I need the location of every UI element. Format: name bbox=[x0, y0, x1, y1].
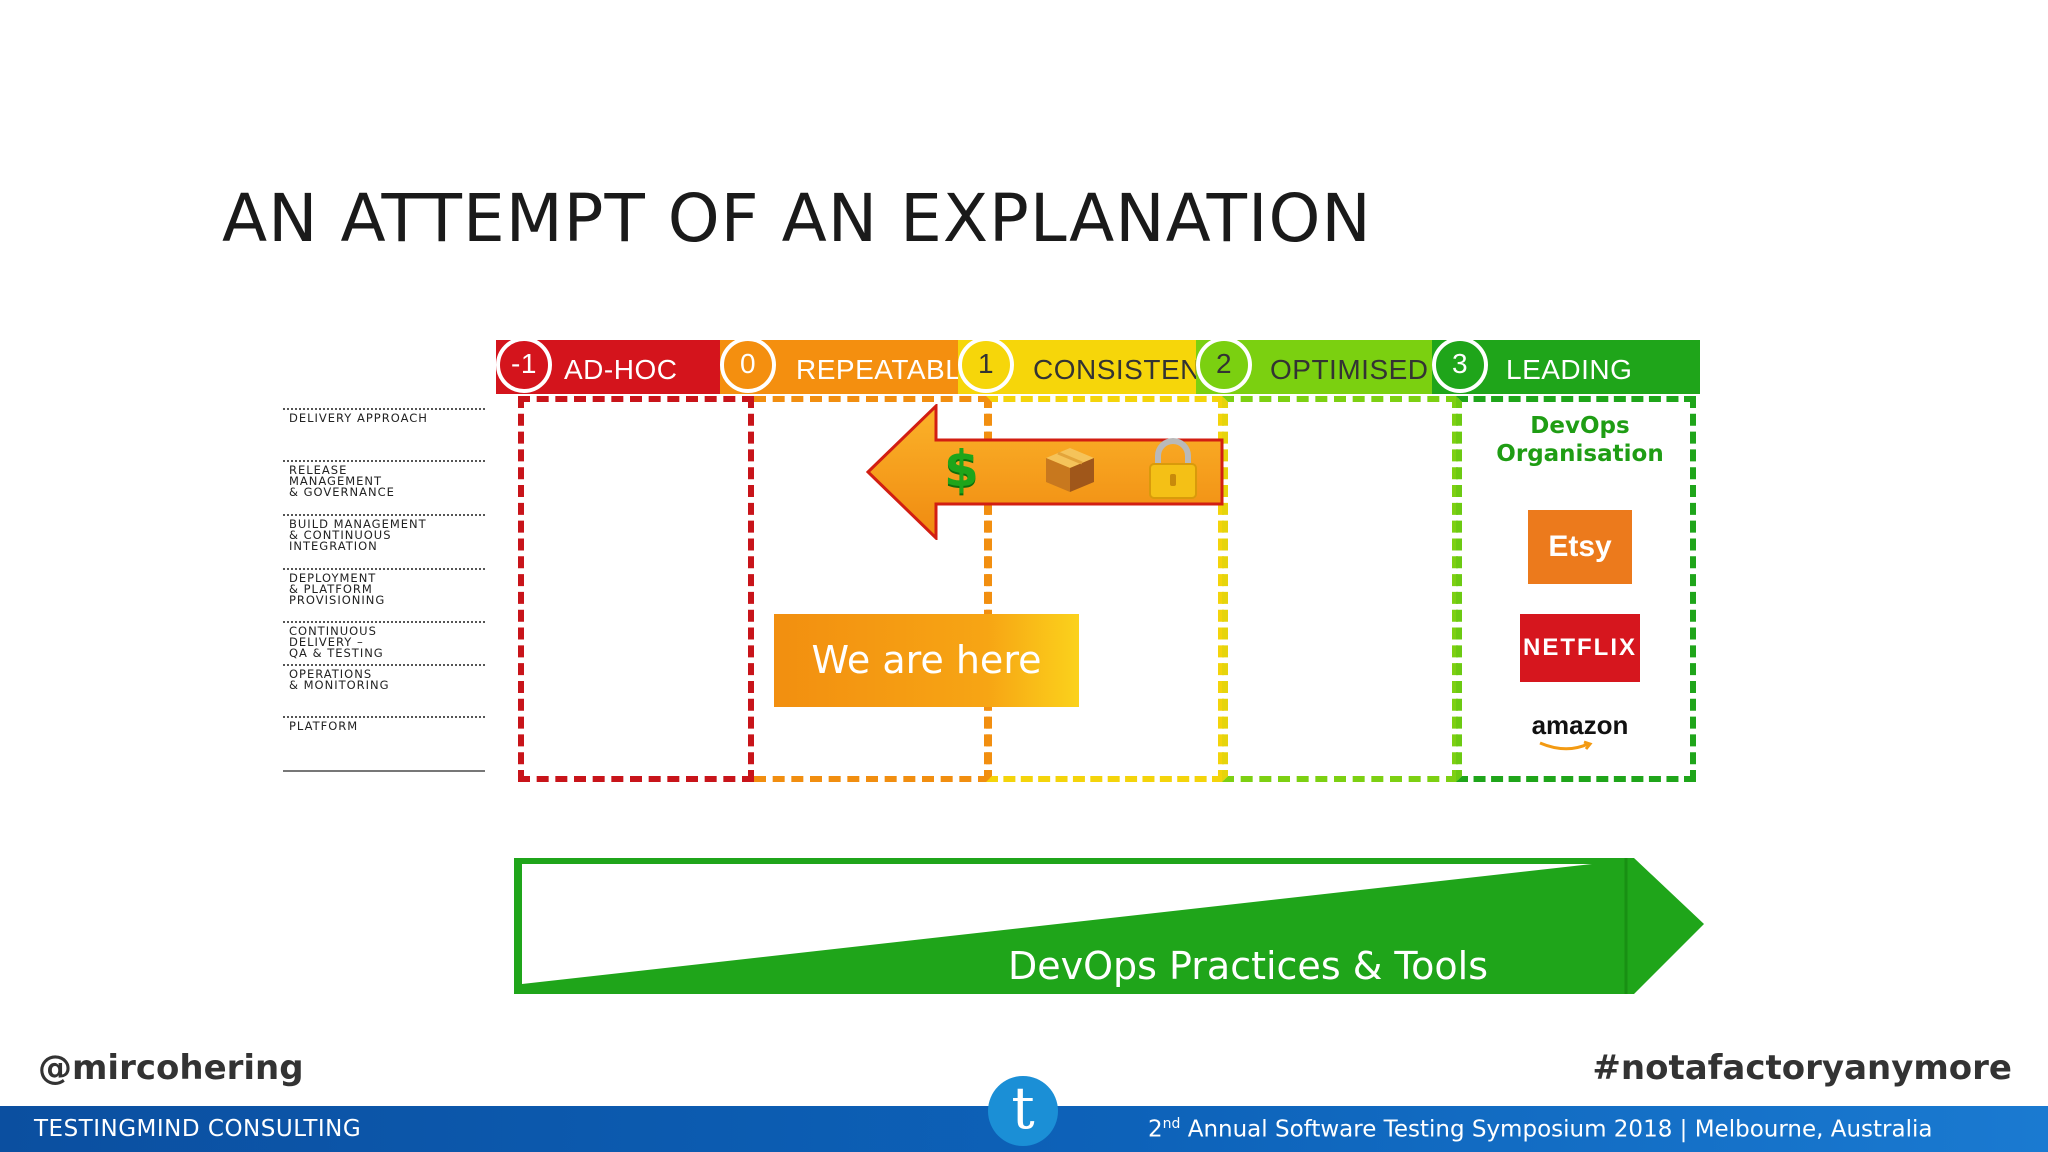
slide-title: AN ATTEMPT OF AN EXPLANATION bbox=[222, 180, 1372, 257]
row-label-build-management: BUILD MANAGEMENT & CONTINUOUS INTEGRATIO… bbox=[283, 514, 485, 552]
lock-icon bbox=[1149, 438, 1197, 499]
stage-label-optimised: OPTIMISED bbox=[1270, 354, 1429, 385]
devops-practices-label: DevOps Practices & Tools bbox=[1008, 944, 1489, 988]
stage-label-adhoc: AD-HOC bbox=[564, 354, 678, 385]
twitter-handle: @mircohering bbox=[38, 1048, 304, 1088]
event-ordinal: 2 bbox=[1148, 1116, 1163, 1143]
stage-header-repeatable: 0 REPEATABLE bbox=[720, 337, 980, 394]
amazon-logo: amazon bbox=[1531, 710, 1629, 740]
testingmind-logo: t bbox=[988, 1076, 1058, 1146]
amazon-smile-icon bbox=[1539, 740, 1593, 751]
devops-heading-line2: Organisation bbox=[1496, 441, 1664, 467]
column-adhoc bbox=[518, 396, 754, 782]
hashtag: #notafactoryanymore bbox=[1592, 1048, 2012, 1088]
stage-header-optimised: 2 OPTIMISED bbox=[1196, 337, 1446, 394]
stage-header-adhoc: -1 AD-HOC bbox=[496, 337, 732, 394]
stage-header-consistent: 1 CONSISTENT bbox=[958, 337, 1218, 394]
row-labels: DELIVERY APPROACH RELEASE MANAGEMENT & G… bbox=[283, 408, 485, 774]
box-icon bbox=[1046, 448, 1094, 492]
column-leading bbox=[1456, 396, 1696, 782]
event-text: Annual Software Testing Symposium 2018 |… bbox=[1180, 1116, 1933, 1143]
row-label-operations: OPERATIONS & MONITORING bbox=[283, 664, 485, 691]
dollar-icon: $ bbox=[944, 440, 979, 498]
row-label-deployment: DEPLOYMENT & PLATFORM PROVISIONING bbox=[283, 568, 485, 606]
row-label-platform: PLATFORM bbox=[283, 716, 485, 732]
row-labels-bottom-line bbox=[283, 770, 485, 772]
stage-label-leading: LEADING bbox=[1506, 354, 1633, 385]
row-label-release-management: RELEASE MANAGEMENT & GOVERNANCE bbox=[283, 460, 485, 498]
stage-number-repeatable: 0 bbox=[720, 337, 776, 393]
netflix-logo: NETFLIX bbox=[1520, 614, 1640, 682]
stage-number-adhoc: -1 bbox=[496, 337, 552, 393]
stage-header-leading: 3 LEADING bbox=[1432, 337, 1700, 394]
event-info: 2nd Annual Software Testing Symposium 20… bbox=[1148, 1116, 1932, 1143]
row-label-delivery-approach: DELIVERY APPROACH bbox=[283, 408, 485, 424]
we-are-here-marker: We are here bbox=[774, 614, 1079, 707]
devops-organisation-heading: DevOps Organisation bbox=[1460, 412, 1700, 468]
stage-number-leading: 3 bbox=[1432, 337, 1488, 393]
stage-number-consistent: 1 bbox=[958, 337, 1014, 393]
column-optimised bbox=[1222, 396, 1458, 782]
event-ordinal-suffix: nd bbox=[1162, 1116, 1181, 1132]
row-label-continuous-delivery: CONTINUOUS DELIVERY – QA & TESTING bbox=[283, 621, 485, 659]
stage-label-repeatable: REPEATABLE bbox=[796, 354, 981, 385]
devops-practices-arrow bbox=[514, 858, 1704, 994]
column-consistent bbox=[986, 396, 1224, 782]
devops-heading-line1: DevOps bbox=[1530, 413, 1630, 439]
stage-number-optimised: 2 bbox=[1196, 337, 1252, 393]
left-arrow-shape bbox=[866, 404, 1224, 540]
company-name: TESTINGMIND CONSULTING bbox=[34, 1116, 362, 1142]
stage-label-consistent: CONSISTENT bbox=[1033, 354, 1219, 385]
etsy-logo: Etsy bbox=[1528, 510, 1632, 584]
